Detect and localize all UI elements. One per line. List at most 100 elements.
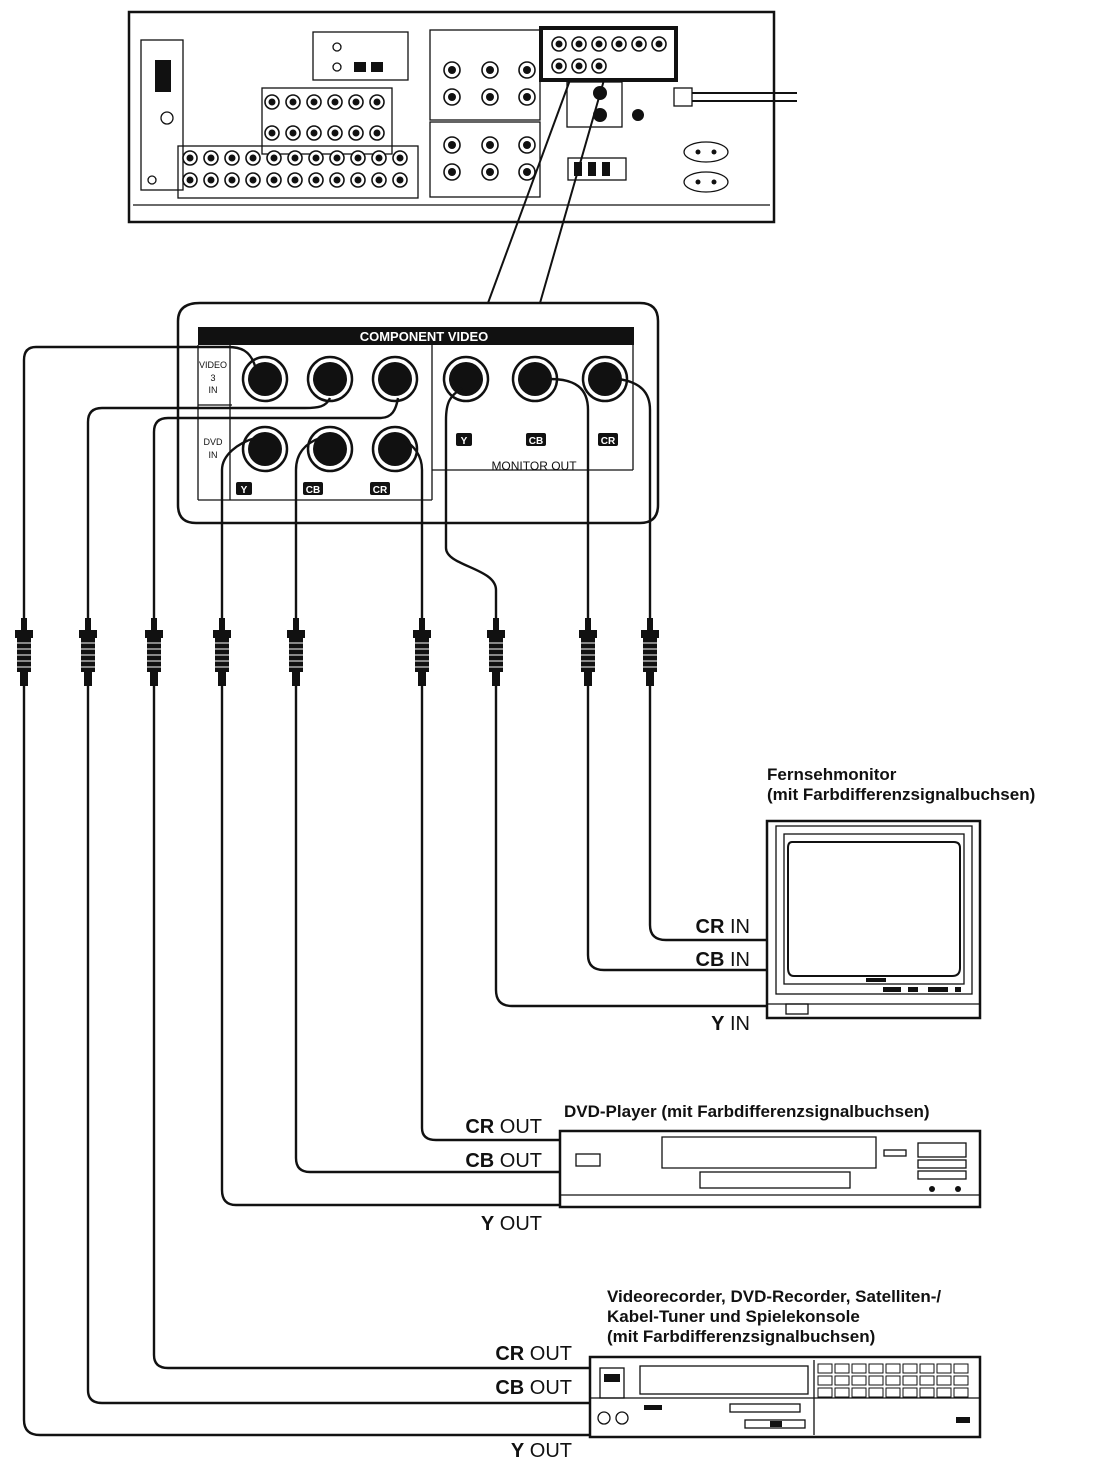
rca-plug-boot: [492, 672, 500, 686]
rear-input-jack-core: [270, 154, 278, 162]
speaker-terminal-core: [310, 98, 318, 106]
dvd-cr-out-label: CR OUT: [465, 1116, 542, 1138]
speaker-terminal-core: [268, 129, 276, 137]
rear-av-jack-core: [486, 93, 494, 101]
video3-cr-jack-core: [378, 362, 412, 396]
vcr-front-button: [919, 1375, 935, 1386]
rear-input-jack-core: [186, 154, 194, 162]
rear-input-jack-core: [207, 154, 215, 162]
rear-input-jack-core: [375, 154, 383, 162]
vcr-front-button: [868, 1375, 884, 1386]
vcr-front-button: [817, 1387, 833, 1398]
video3-label-line1: VIDEO: [199, 360, 227, 370]
speaker-terminal-core: [352, 129, 360, 137]
monitor-out-label: MONITOR OUT: [491, 459, 577, 473]
rca-plug-boot: [584, 672, 592, 686]
video3-label-line3: IN: [209, 385, 218, 395]
dvd-y-out-label: Y OUT: [481, 1213, 542, 1235]
rca-plug-collar: [145, 630, 163, 638]
vcr-front-button: [936, 1375, 952, 1386]
vcr-front-button: [936, 1363, 952, 1374]
component-video-title: COMPONENT VIDEO: [360, 329, 489, 344]
vcr-title-line2: Kabel-Tuner und Spielekonsole: [607, 1307, 860, 1326]
rca-plugs: [15, 618, 659, 686]
tv-title-line1: Fernsehmonitor: [767, 765, 897, 784]
vcr-front-button: [902, 1363, 918, 1374]
rear-input-jack-core: [249, 176, 257, 184]
component-jack-mini-core: [635, 40, 643, 48]
rca-plug-tip: [419, 618, 425, 632]
video3-label-line2: 3: [210, 373, 215, 383]
svg-text:Y: Y: [461, 436, 468, 447]
rca-plug-collar: [487, 630, 505, 638]
rca-plug-boot: [84, 672, 92, 686]
zoom-callout-left: [487, 79, 571, 304]
tag-cr-monitor: CR: [598, 433, 618, 447]
vcr-front-button: [868, 1387, 884, 1398]
rear-input-jack-core: [354, 176, 362, 184]
rca-plug-collar: [641, 630, 659, 638]
video-recorder: [588, 1355, 982, 1439]
rca-plug-collar: [287, 630, 305, 638]
dvd-cr-jack-core: [378, 432, 412, 466]
rear-av-jack-core: [486, 66, 494, 74]
vcr-front-button: [868, 1363, 884, 1374]
speaker-terminal-core: [331, 98, 339, 106]
rca-plug: [413, 618, 431, 686]
rear-av-jack-core: [448, 168, 456, 176]
vcr-front-button: [834, 1387, 850, 1398]
component-jack-mini-core: [595, 40, 603, 48]
zoom-callout-right: [539, 79, 605, 304]
rca-plug-boot: [292, 672, 300, 686]
rca-plug-collar: [79, 630, 97, 638]
monitor-out-cb-jack-core: [518, 362, 552, 396]
video3-cb-jack-core: [313, 362, 347, 396]
component-jack-mini-core: [655, 40, 663, 48]
vcr-front-button: [953, 1387, 969, 1398]
speaker-terminal-core: [289, 129, 297, 137]
dvd-title: DVD-Player (mit Farbdifferenzsignalbuchs…: [564, 1102, 930, 1121]
rear-av-jack-core: [523, 93, 531, 101]
tv-monitor: [765, 819, 982, 1020]
rear-input-jack-core: [333, 154, 341, 162]
rear-input-jack-core: [249, 154, 257, 162]
vcr-front-button: [902, 1375, 918, 1386]
tag-y-dvd: Y: [236, 482, 252, 496]
vcr-front-button: [936, 1387, 952, 1398]
cable-vcr-cb: [86, 397, 590, 1405]
rear-av-jack-core: [523, 168, 531, 176]
cable-dvd-cb: [294, 436, 560, 1174]
rca-plug-tip: [293, 618, 299, 632]
cable-dvd-cr: [401, 437, 560, 1142]
speaker-terminal-core: [268, 98, 276, 106]
vcr-front-button: [834, 1375, 850, 1386]
rca-plug-collar: [579, 630, 597, 638]
component-jack-mini-core: [615, 40, 623, 48]
dvd-cb-out-label: CB OUT: [465, 1150, 542, 1172]
tv-y-in-label: Y IN: [711, 1013, 750, 1035]
cable-tv-cb: [549, 377, 767, 972]
monitor-out-y-jack-core: [449, 362, 483, 396]
rca-plug: [641, 618, 659, 686]
rear-input-jack-core: [291, 154, 299, 162]
rear-input-jack-core: [396, 154, 404, 162]
tv-cr-in-label: CR IN: [696, 916, 750, 938]
tag-y-monitor: Y: [456, 433, 472, 447]
svg-text:Y: Y: [241, 485, 248, 496]
component-jack-mini-core: [575, 40, 583, 48]
speaker-terminal-core: [331, 129, 339, 137]
rca-plug-collar: [213, 630, 231, 638]
rca-plug: [287, 618, 305, 686]
rear-av-jack-core: [523, 66, 531, 74]
video3-y-jack-core: [248, 362, 282, 396]
vcr-front-button: [885, 1375, 901, 1386]
rear-input-jack-core: [270, 176, 278, 184]
rear-av-jack-core: [448, 141, 456, 149]
rca-plug-boot: [418, 672, 426, 686]
cable-tv-y: [444, 387, 767, 1008]
tag-cr-dvd: CR: [370, 482, 390, 496]
tv-title-line2: (mit Farbdifferenzsignalbuchsen): [767, 785, 1035, 804]
rear-input-jack-core: [312, 176, 320, 184]
rca-plug-tip: [21, 618, 27, 632]
